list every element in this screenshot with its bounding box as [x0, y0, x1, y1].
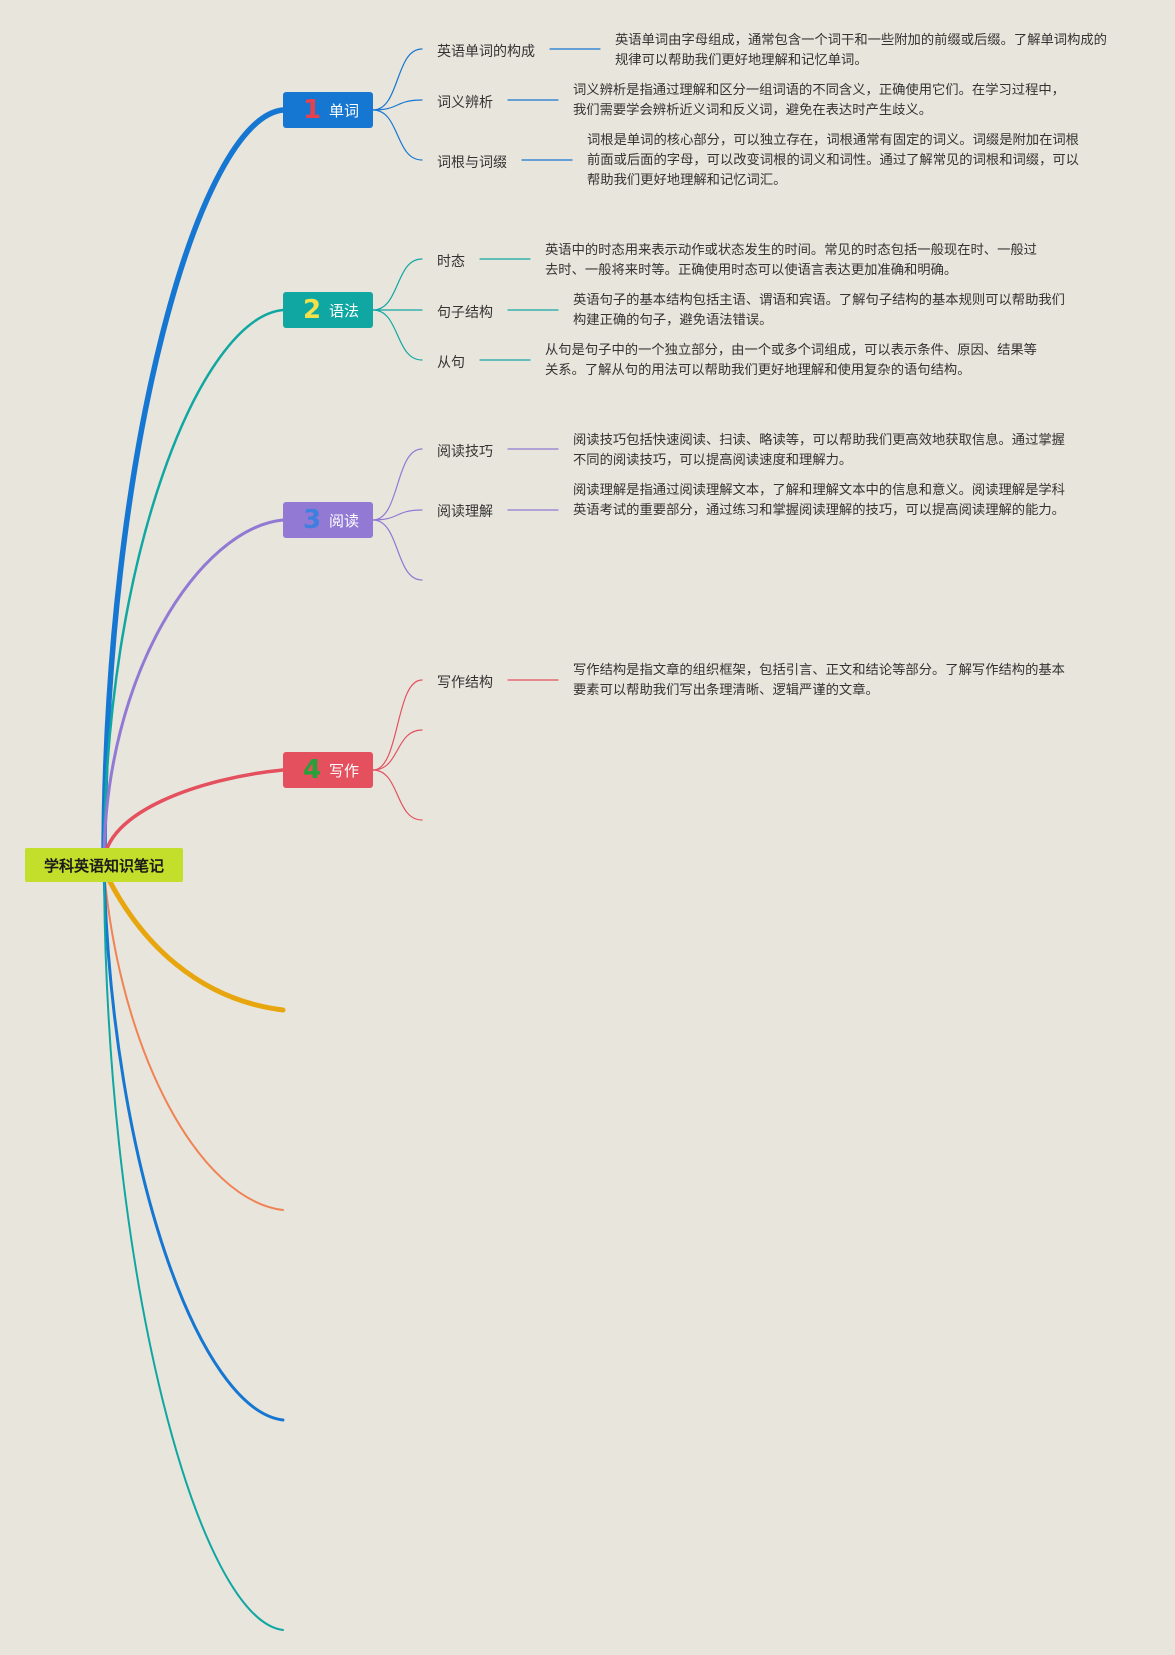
desc-tense: 英语中的时态用来表示动作或状态发生的时间。常见的时态包括一般现在时、一般过去时、…: [545, 243, 1037, 278]
subtopic-clause[interactable]: 从句: [437, 355, 465, 371]
subtopic-writing-structure[interactable]: 写作结构: [437, 675, 493, 691]
branch-number: 2: [302, 295, 322, 325]
branch-connector: [101, 107, 286, 867]
branch-connector: [102, 768, 285, 866]
branch-connector: [102, 518, 285, 866]
branch-number: 3: [302, 505, 322, 535]
branch-writing[interactable]: 4 写作: [283, 752, 373, 788]
branch-words[interactable]: 1 单词: [283, 92, 373, 128]
desc-clause: 从句是句子中的一个独立部分，由一个或多个词组成，可以表示条件、原因、结果等关系。…: [545, 343, 1037, 378]
root-topic-label: 学科英语知识笔记: [43, 856, 164, 875]
desc-word-formation: 英语单词由字母组成，通常包含一个词干和一些附加的前缀或后缀。了解单词构成的规律可…: [615, 33, 1107, 68]
subtopic-reading-skills[interactable]: 阅读技巧: [437, 444, 493, 460]
branch-connector: [102, 308, 285, 866]
subtopic-connector: [372, 769, 423, 821]
subtopic-word-formation[interactable]: 英语单词的构成: [437, 44, 535, 60]
subtopic-connector: [372, 729, 423, 771]
subtopic-connector: [372, 679, 423, 771]
branch-number: 1: [302, 95, 322, 125]
empty-branch-connector: [101, 867, 286, 1013]
subtopic-connector: [372, 99, 423, 111]
branch-label: 阅读: [329, 511, 360, 530]
desc-roots-affixes: 词根是单词的核心部分，可以独立存在，词根通常有固定的词义。词缀是附加在词根前面或…: [587, 133, 1079, 188]
subtopic-connector: [372, 448, 423, 521]
subtopic-reading-comprehension[interactable]: 阅读理解: [437, 504, 493, 520]
branch-label: 单词: [329, 101, 360, 120]
subtopic-sentence-structure[interactable]: 句子结构: [437, 305, 493, 321]
branch-label: 写作: [329, 761, 360, 780]
branch-label: 语法: [329, 301, 360, 320]
branch-reading[interactable]: 3 阅读: [283, 502, 373, 538]
desc-writing-structure: 写作结构是指文章的组织框架，包括引言、正文和结论等部分。了解写作结构的基本要素可…: [573, 663, 1065, 698]
subtopic-roots-affixes[interactable]: 词根与词缀: [437, 155, 507, 171]
subtopic-connector: [372, 509, 423, 521]
subtopic-meaning-distinction[interactable]: 词义辨析: [437, 95, 493, 111]
subtopic-connector: [372, 519, 423, 581]
desc-reading-comprehension: 阅读理解是指通过阅读理解文本，了解和理解文本中的信息和意义。阅读理解是学科英语考…: [573, 483, 1065, 518]
desc-reading-skills: 阅读技巧包括快速阅读、扫读、略读等，可以帮助我们更高效地获取信息。通过掌握不同的…: [573, 433, 1065, 468]
subtopic-connector: [372, 109, 423, 161]
root-topic[interactable]: 学科英语知识笔记: [25, 848, 183, 882]
branch-number: 4: [302, 755, 322, 785]
empty-branch-connector: [102, 868, 285, 1422]
subtopic-connector: [372, 48, 423, 111]
empty-branch-connector: [103, 869, 284, 1631]
desc-sentence-structure: 英语句子的基本结构包括主语、谓语和宾语。了解句子结构的基本规则可以帮助我们构建正…: [573, 293, 1065, 328]
branch-grammar[interactable]: 2 语法: [283, 292, 373, 328]
subtopic-connector: [372, 309, 423, 361]
desc-meaning-distinction: 词义辨析是指通过理解和区分一组词语的不同含义，正确使用它们。在学习过程中，我们需…: [573, 83, 1065, 118]
empty-branch-connector: [103, 869, 284, 1211]
subtopic-tense[interactable]: 时态: [437, 254, 465, 270]
subtopic-connector: [372, 258, 423, 311]
